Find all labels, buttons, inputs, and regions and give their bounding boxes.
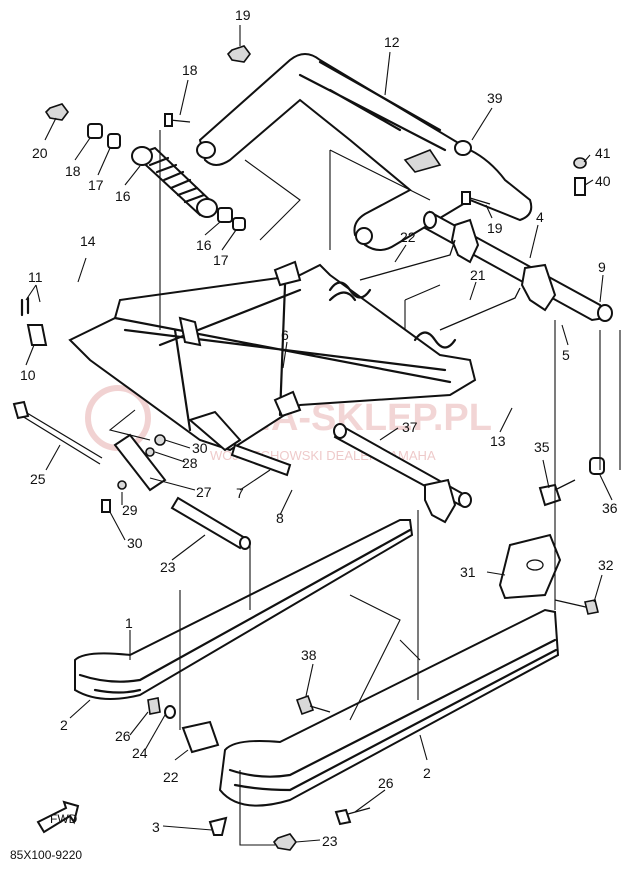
callout-11: 10 — [20, 367, 36, 383]
callout-32: 30 — [192, 440, 208, 456]
callout-23: 22 — [163, 769, 179, 785]
callout-40: 40 — [595, 173, 611, 189]
bolts-left — [12, 296, 103, 465]
callout-30-a: 28 — [182, 455, 198, 471]
callout-31: 30 — [127, 535, 143, 551]
callout-19-top: 19 — [235, 7, 251, 23]
callout-2-right: 2 — [423, 765, 431, 781]
callout-36: 36 — [602, 500, 618, 516]
callout-1: 1 — [125, 615, 133, 631]
watermark-logo-icon — [85, 385, 151, 451]
callout-14: 14 — [80, 233, 96, 249]
callout-3: 3 — [152, 819, 160, 835]
callout-26: 24 — [132, 745, 148, 761]
part-9-shaft — [423, 210, 613, 322]
callout-37: 37 — [402, 419, 418, 435]
callout-39: 39 — [487, 90, 503, 106]
fwd-label: FWD — [50, 812, 78, 826]
part-1-rail-left — [74, 519, 414, 700]
callout-15: 16 — [115, 188, 131, 204]
part-22-rod — [170, 496, 251, 550]
callout-17-left: 18 — [65, 163, 81, 179]
callout-20: 21 — [470, 267, 486, 283]
callout-28: 26 — [115, 728, 131, 744]
fwd-arrow: FWD — [36, 800, 80, 834]
callout-29: 27 — [196, 484, 212, 500]
callout-17-right: 17 — [213, 252, 229, 268]
callout-33: 31 — [460, 564, 476, 580]
diagram-code: 85X100-9220 — [10, 848, 82, 862]
callout-10: 13 — [490, 433, 506, 449]
callout-13: 12 — [384, 34, 400, 50]
callout-18-top: 18 — [182, 62, 198, 78]
callout-8: 8 — [276, 510, 284, 526]
callout-16-left: 17 — [88, 177, 104, 193]
part-13-upper-arm — [196, 53, 533, 251]
callout-25: 23 — [322, 833, 338, 849]
slide-parts — [147, 694, 371, 851]
small-hardware — [44, 45, 587, 231]
callout-12: 11 — [28, 269, 43, 285]
callout-5: 5 — [562, 347, 570, 363]
callout-21: 22 — [400, 229, 416, 245]
callout-6: 6 — [281, 327, 289, 343]
callout-30-b: 29 — [122, 502, 138, 518]
callout-18-right: 19 — [487, 220, 503, 236]
callout-19-left: 20 — [32, 145, 48, 161]
reference-lines — [108, 130, 621, 846]
leader-lines — [25, 25, 613, 843]
callout-22: 23 — [160, 559, 176, 575]
part-33-bracket — [498, 457, 605, 615]
callout-24: 25 — [30, 471, 46, 487]
springs — [328, 239, 521, 349]
part-37-shaft — [333, 423, 472, 524]
callout-35: 35 — [534, 439, 550, 455]
callout-7: 7 — [236, 485, 244, 501]
callout-9: 9 — [598, 259, 606, 275]
callout-4: 4 — [536, 209, 544, 225]
callout-numbers: 12 39 19 18 20 18 17 16 16 17 41 40 19 4… — [20, 7, 618, 849]
callout-2-left: 2 — [60, 717, 68, 733]
callout-16-right: 16 — [196, 237, 212, 253]
part-15-shock — [131, 146, 218, 218]
callout-38: 38 — [301, 647, 317, 663]
callout-27: 26 — [378, 775, 394, 791]
part-6-frame — [68, 260, 477, 477]
callout-41: 41 — [595, 145, 611, 161]
callout-34: 32 — [598, 557, 614, 573]
